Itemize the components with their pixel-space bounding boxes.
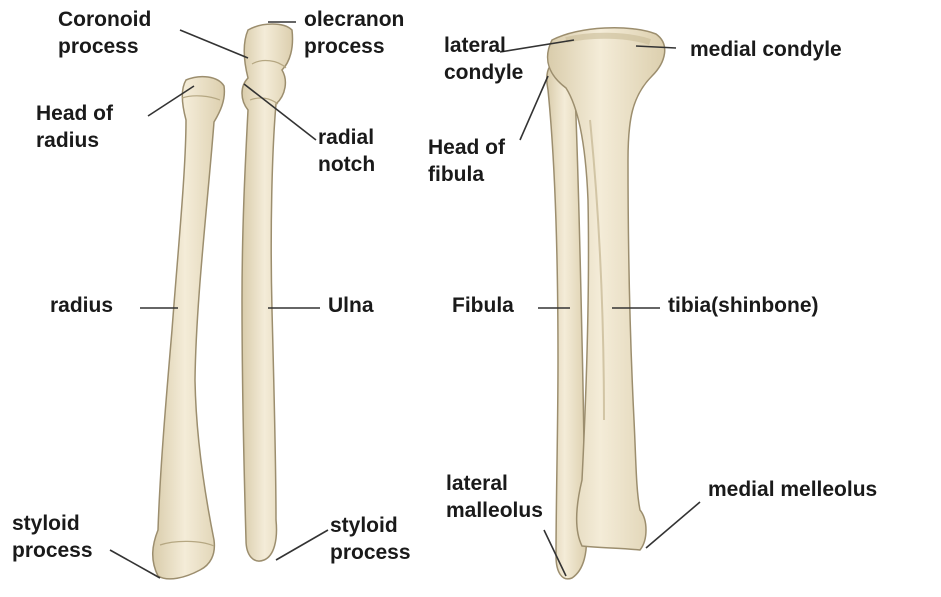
label-lateral-condyle: lateral condyle	[444, 32, 523, 86]
label-fibula: Fibula	[452, 292, 514, 319]
label-styloid-process-radius: styloid process	[12, 510, 93, 564]
label-ulna: Ulna	[328, 292, 374, 319]
leader-coronoid	[180, 30, 248, 58]
label-lateral-malleolus: lateral malleolus	[446, 470, 543, 524]
leader-medial-malleolus	[646, 502, 700, 548]
label-tibia: tibia(shinbone)	[668, 292, 819, 319]
label-medial-malleolus: medial melleolus	[708, 476, 877, 503]
label-head-of-radius: Head of radius	[36, 100, 113, 154]
label-radius: radius	[50, 292, 113, 319]
label-head-of-fibula: Head of fibula	[428, 134, 505, 188]
radius-bone	[153, 77, 225, 579]
label-coronoid-process: Coronoid process	[58, 6, 151, 60]
leader-styloid-ulna	[276, 530, 328, 560]
label-medial-condyle: medial condyle	[690, 36, 842, 63]
label-styloid-process-ulna: styloid process	[330, 512, 411, 566]
leader-head-of-fibula	[520, 76, 548, 140]
label-olecranon-process: olecranon process	[304, 6, 404, 60]
ulna-bone	[242, 24, 293, 561]
label-radial-notch: radial notch	[318, 124, 375, 178]
